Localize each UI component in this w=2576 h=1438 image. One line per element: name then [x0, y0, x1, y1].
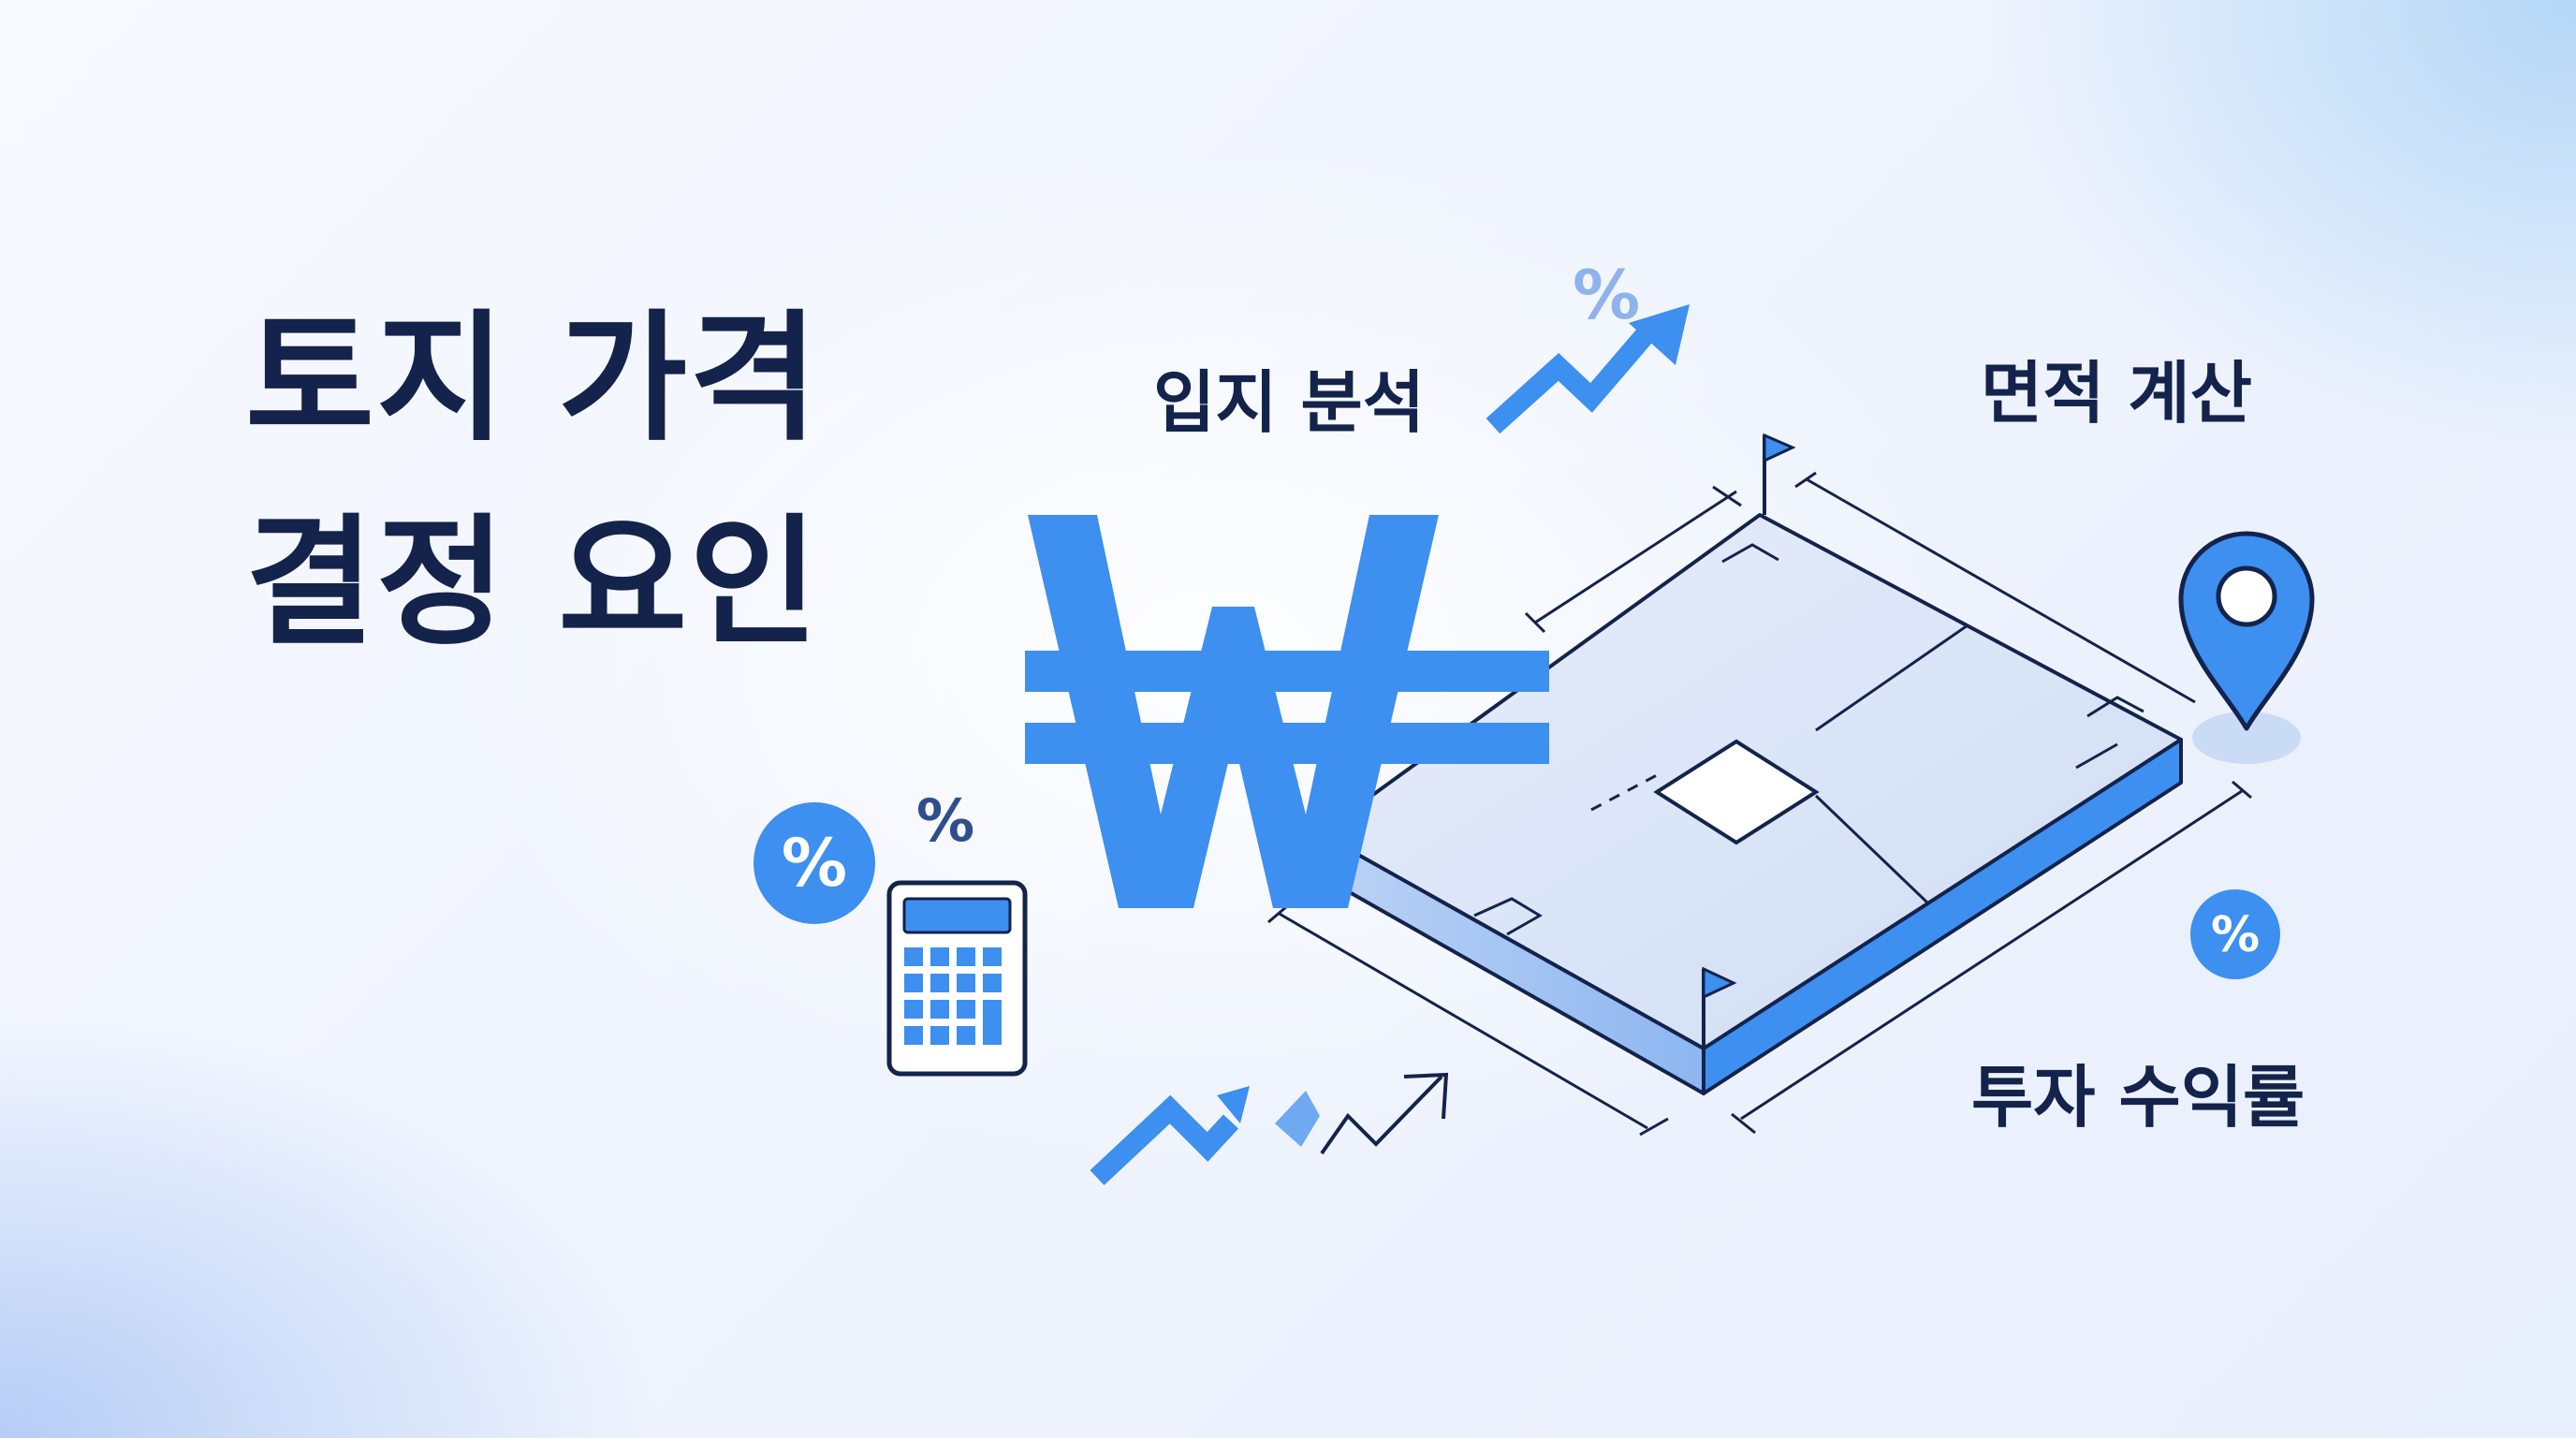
trend-arrow-icon [1090, 1086, 1250, 1186]
percent-badge-icon: % [2190, 889, 2280, 979]
label-area-calculation: 면적 계산 [1981, 354, 2253, 433]
percent-symbol: % [782, 825, 847, 902]
dimension-lines [1267, 471, 2252, 1137]
percent-badge-icon: % [754, 802, 875, 924]
map-pin-icon [2178, 531, 2315, 764]
percent-symbol: % [2211, 907, 2260, 963]
percent-symbol: % [916, 786, 974, 855]
percent-icon: % [1573, 256, 1640, 334]
flag-icon [1702, 966, 1737, 1049]
flag-icon [1763, 433, 1796, 515]
land-plot-icon [1318, 513, 2183, 1095]
page-title-line-1: 토지 가격 [245, 298, 821, 461]
label-investment-return: 투자 수익률 [1971, 1058, 2305, 1137]
page-title-line-2: 결정 요인 [245, 502, 821, 665]
won-currency-icon [1025, 515, 1549, 908]
trend-arrow-icon [1486, 304, 1690, 434]
percent-symbol: % [1573, 256, 1640, 334]
trend-arrow-icon [1275, 1072, 1449, 1155]
calculator-icon [886, 880, 1028, 1077]
label-location-analysis: 입지 분석 [1153, 363, 1426, 442]
percent-icon: % [916, 786, 974, 855]
